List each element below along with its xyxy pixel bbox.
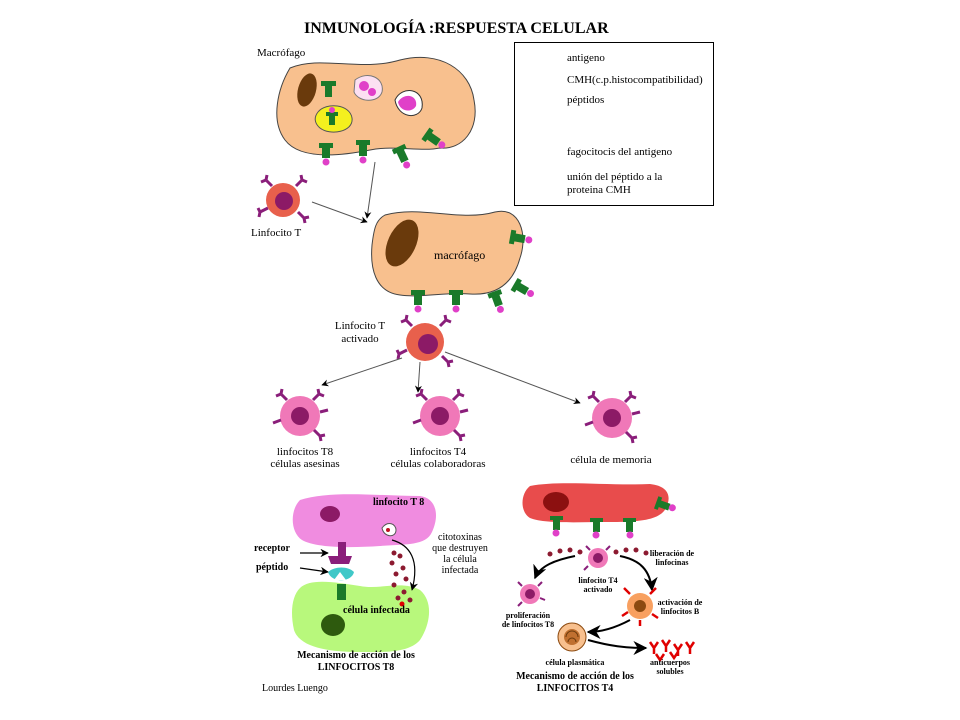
mid-cmh-3: [487, 289, 504, 313]
t8-label-linfocito: linfocito T 8: [373, 497, 425, 508]
lymphocyte-t4: [412, 388, 469, 442]
mid-cmh-1: [411, 290, 425, 313]
surface-cmh-1: [319, 143, 333, 166]
t8-caption-1: Mecanismo de acción de los: [297, 650, 415, 661]
label-macrofago-mid: macrófago: [434, 248, 486, 262]
t4-caption-2: LINFOCITOS T4: [536, 683, 614, 694]
arrow-to-memoria: [444, 351, 581, 405]
t8-label-citotoxinas-3: la célula: [443, 554, 477, 565]
arrow-lymph-to-mid: [311, 201, 368, 224]
arrow-to-b-activation: [619, 555, 658, 592]
mid-cmh-4: [510, 277, 535, 297]
cytotoxin-arrow: [391, 539, 419, 591]
arrow-macrophage-to-mid: [364, 161, 376, 219]
label-t8-2: células asesinas: [270, 458, 340, 470]
t4-caption-1: Mecanismo de acción de los: [516, 671, 634, 682]
macrophage-mid: [371, 210, 535, 313]
label-linfocito-activado-2: activado: [341, 333, 379, 345]
t4-label-activacion-1: activación de: [657, 598, 703, 607]
phagosome-1: [353, 75, 383, 101]
activated-lymphocyte: [395, 314, 454, 368]
lymphokines-right: [613, 547, 649, 556]
t8-mechanism-panel: [292, 494, 436, 653]
arrow-to-antibodies: [587, 639, 648, 655]
surface-cmh-4: [421, 127, 446, 149]
legend-union-2: proteina CMH: [567, 184, 631, 196]
surface-cmh-3: [391, 143, 411, 169]
t4-label-proliferacion-2: de linfocitos T8: [501, 620, 555, 629]
legend-fagocitosis: fagocitocis del antigeno: [567, 146, 673, 158]
t4-activated-lymphocyte: [583, 545, 611, 571]
lymphokines-left: [547, 547, 583, 557]
t8-label-peptido: péptido: [256, 562, 289, 573]
legend-antigeno: antigeno: [567, 52, 605, 64]
label-t8-1: linfocitos T8: [276, 446, 334, 458]
t4-label-proliferacion-1: proliferación: [505, 611, 551, 620]
receptor-icon: [328, 542, 354, 600]
arrow-to-proliferation: [533, 555, 576, 580]
page-title: INMUNOLOGÍA :RESPUESTA CELULAR: [304, 20, 609, 37]
t4-label-linfocito-2: activado: [583, 585, 613, 594]
t4-cmh-1: [550, 516, 563, 537]
label-macrofago-top: Macrófago: [257, 47, 306, 59]
yellow-vacuole: [314, 105, 353, 133]
t4-label-activacion-2: linfocitos B: [660, 607, 700, 616]
arrow-to-plasma: [586, 619, 631, 639]
label-linfocito-activado-1: Linfocito T: [334, 320, 386, 332]
t4-mechanism-panel: [517, 483, 696, 663]
cytotoxin-vesicle: [381, 523, 397, 537]
mid-cmh-5: [508, 229, 533, 245]
cytotoxin-granules: [389, 550, 413, 607]
b-lymphocyte-activation: [621, 587, 659, 626]
arrow-to-t8: [321, 357, 403, 387]
lymphocyte-t8: [272, 388, 329, 442]
t8-label-receptor: receptor: [254, 543, 290, 554]
infected-cell: [292, 581, 430, 653]
t4-label-plasmatica: célula plasmática: [545, 658, 605, 667]
legend-box: [514, 42, 714, 206]
author: Lourdes Luengo: [262, 683, 328, 694]
peptide-arrow: [299, 566, 329, 576]
mid-cmh-2: [449, 290, 463, 313]
label-t4-2: células colaboradoras: [390, 458, 486, 470]
label-linfocito-t: Linfocito T: [251, 227, 302, 239]
cmh-internal-1: [321, 81, 336, 97]
t4-cmh-2: [590, 518, 603, 539]
lymphocyte-t: [256, 174, 310, 224]
legend-cmh: CMH(c.p.histocompatibilidad): [567, 74, 703, 86]
t8-caption-2: LINFOCITOS T8: [317, 662, 395, 673]
t8-label-citotoxinas-1: citotoxinas: [438, 532, 482, 543]
t4-label-anticuerpos-1: anticuerpos: [650, 658, 690, 667]
t4-cmh-3: [623, 518, 636, 539]
lymphocyte-memoria: [584, 390, 641, 444]
legend-union-1: unión del péptido a la: [567, 171, 663, 183]
phagosome-2: [394, 90, 423, 116]
label-t4-1: linfocitos T4: [409, 446, 467, 458]
t4-cmh-4: [653, 496, 676, 512]
t4-label-linfocito-1: linfocito T4: [578, 576, 618, 585]
t4-label-liberacion-1: liberación de: [649, 549, 695, 558]
t8-label-infectada: célula infectada: [343, 605, 410, 616]
t4-label-anticuerpos-2: solubles: [656, 667, 684, 676]
label-memoria: célula de memoria: [570, 454, 652, 466]
antibodies-icon: [648, 639, 696, 663]
plasma-cell: [557, 622, 587, 652]
arrow-to-t4: [414, 361, 422, 393]
t8-label-citotoxinas-2: que destruyen: [432, 543, 488, 554]
surface-cmh-2: [356, 140, 370, 164]
macrophage-top: [276, 56, 476, 169]
t8-proliferation-cell: [517, 581, 546, 607]
legend-peptidos: péptidos: [567, 94, 605, 106]
t4-label-liberacion-2: linfocinas: [655, 558, 689, 567]
t8-label-citotoxinas-4: infectada: [441, 565, 479, 576]
